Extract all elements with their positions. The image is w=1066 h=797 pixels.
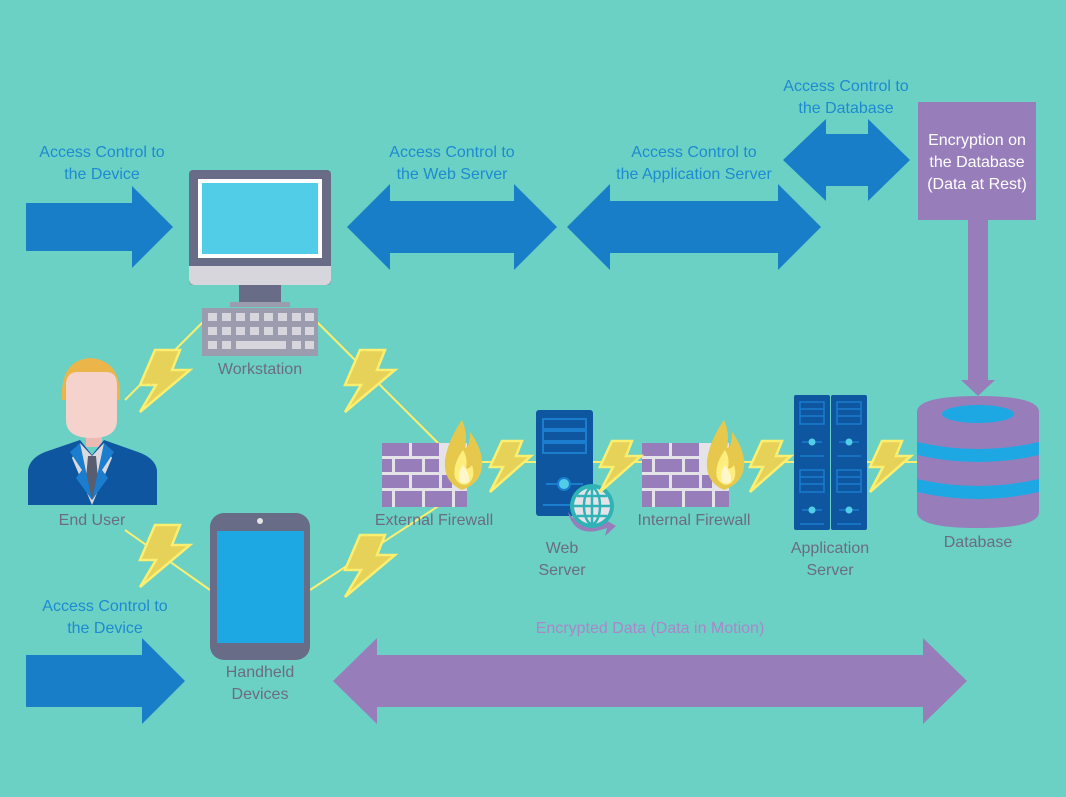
- external-firewall-label: External Firewall: [374, 512, 494, 529]
- access-label-web-server: Access Control to the Web Server: [372, 142, 532, 186]
- label-line: Access Control to: [42, 598, 168, 615]
- external-firewall-icon[interactable]: [382, 420, 483, 507]
- encryption-down-arrow: [961, 220, 995, 396]
- lightning-icon: [748, 439, 795, 493]
- label-line: Server: [806, 562, 854, 579]
- label-line: Handheld: [225, 664, 295, 681]
- access-arrow-device-bottom: [26, 638, 185, 724]
- label-line: the Device: [64, 166, 140, 183]
- lightning-icon: [868, 439, 915, 493]
- workstation-icon[interactable]: [189, 170, 331, 356]
- handheld-label: Handheld Devices: [200, 662, 320, 706]
- label-line: the Database: [798, 100, 894, 117]
- internal-firewall-label: Internal Firewall: [637, 512, 751, 529]
- encrypted-data-label: Encrypted Data (Data in Motion): [535, 620, 765, 637]
- database-label: Database: [943, 534, 1013, 551]
- access-label-app-server: Access Control to the Application Server: [594, 142, 794, 186]
- label-line: Application: [790, 540, 870, 557]
- label-line: the Device: [67, 620, 143, 637]
- workstation-label: Workstation: [217, 361, 303, 378]
- access-label-device-top: Access Control to the Device: [22, 142, 182, 186]
- label-line: Encryption on: [928, 132, 1026, 149]
- lightning-bolts: [138, 348, 915, 598]
- access-arrow-device-top: [26, 186, 173, 268]
- web-server-label: Web Server: [522, 538, 602, 582]
- encryption-box: [918, 102, 1036, 220]
- lightning-icon: [488, 439, 535, 493]
- label-line: (Data at Rest): [927, 176, 1027, 193]
- label-line: the Database: [929, 154, 1025, 171]
- lightning-icon: [343, 348, 399, 413]
- lightning-icon: [138, 523, 194, 588]
- access-arrow-database: [783, 119, 910, 201]
- label-line: Access Control to: [389, 144, 515, 161]
- label-line: Devices: [231, 686, 289, 703]
- label-line: Access Control to: [631, 144, 757, 161]
- lightning-icon: [138, 348, 194, 413]
- handheld-device-icon[interactable]: [210, 513, 310, 660]
- label-line: Access Control to: [39, 144, 165, 161]
- access-label-database: Access Control to the Database: [766, 76, 926, 120]
- web-server-icon[interactable]: [536, 410, 616, 536]
- encryption-label: Encryption on the Database (Data at Rest…: [918, 130, 1036, 196]
- label-line: Web: [545, 540, 579, 557]
- globe-icon: [568, 484, 616, 536]
- access-arrow-app-server: [567, 184, 821, 270]
- lightning-icon: [343, 533, 399, 598]
- label-line: the Web Server: [396, 166, 508, 183]
- end-user-label: End User: [58, 512, 126, 529]
- encrypted-data-arrow: [333, 638, 967, 724]
- access-label-device-bottom: Access Control to the Device: [25, 596, 185, 640]
- label-line: Access Control to: [783, 78, 909, 95]
- access-arrow-web-server: [347, 184, 557, 270]
- label-line: the Application Server: [616, 166, 772, 183]
- internal-firewall-icon[interactable]: [642, 420, 745, 507]
- application-server-icon[interactable]: [794, 395, 867, 530]
- lightning-icon: [598, 439, 645, 493]
- end-user-icon[interactable]: [28, 358, 157, 505]
- label-line: Server: [538, 562, 586, 579]
- database-icon[interactable]: [917, 396, 1039, 528]
- application-server-label: Application Server: [770, 538, 890, 582]
